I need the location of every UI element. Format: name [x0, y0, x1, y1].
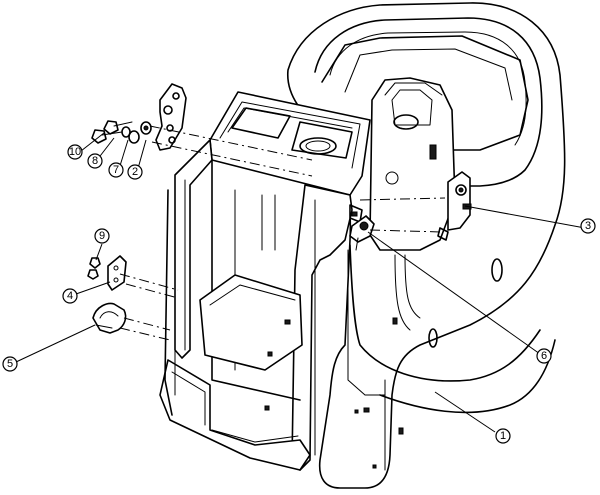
callout-1-label: 1 — [500, 430, 506, 442]
callout-8-label: 8 — [92, 155, 98, 167]
clamp-part-5 — [92, 302, 127, 334]
frame-assembly — [159, 91, 371, 471]
callout-5: 5 — [2, 356, 18, 372]
callout-10-label: 10 — [69, 146, 81, 158]
callout-9-label: 9 — [99, 230, 105, 242]
fitting-part-6 — [349, 215, 375, 251]
callout-6: 6 — [536, 348, 552, 364]
leader-lines — [15, 132, 586, 433]
callout-4: 4 — [62, 288, 78, 304]
callout-7: 7 — [108, 162, 124, 178]
callout-3: 3 — [580, 218, 596, 234]
callout-4-label: 4 — [67, 290, 73, 302]
bracket-part-2 — [155, 83, 187, 151]
callout-3-label: 3 — [585, 220, 591, 232]
callout-1: 1 — [495, 428, 511, 444]
callout-2-label: 2 — [132, 166, 138, 178]
fastener-group-top — [91, 120, 152, 144]
callout-7-label: 7 — [113, 164, 119, 176]
callout-9: 9 — [94, 228, 110, 244]
callout-2: 2 — [127, 164, 143, 180]
callout-8: 8 — [87, 153, 103, 169]
assembly-centerlines — [119, 125, 446, 341]
callout-10: 10 — [67, 144, 83, 160]
callout-6-label: 6 — [541, 350, 547, 362]
clip-part-4 — [87, 255, 127, 291]
callout-5-label: 5 — [7, 358, 13, 370]
